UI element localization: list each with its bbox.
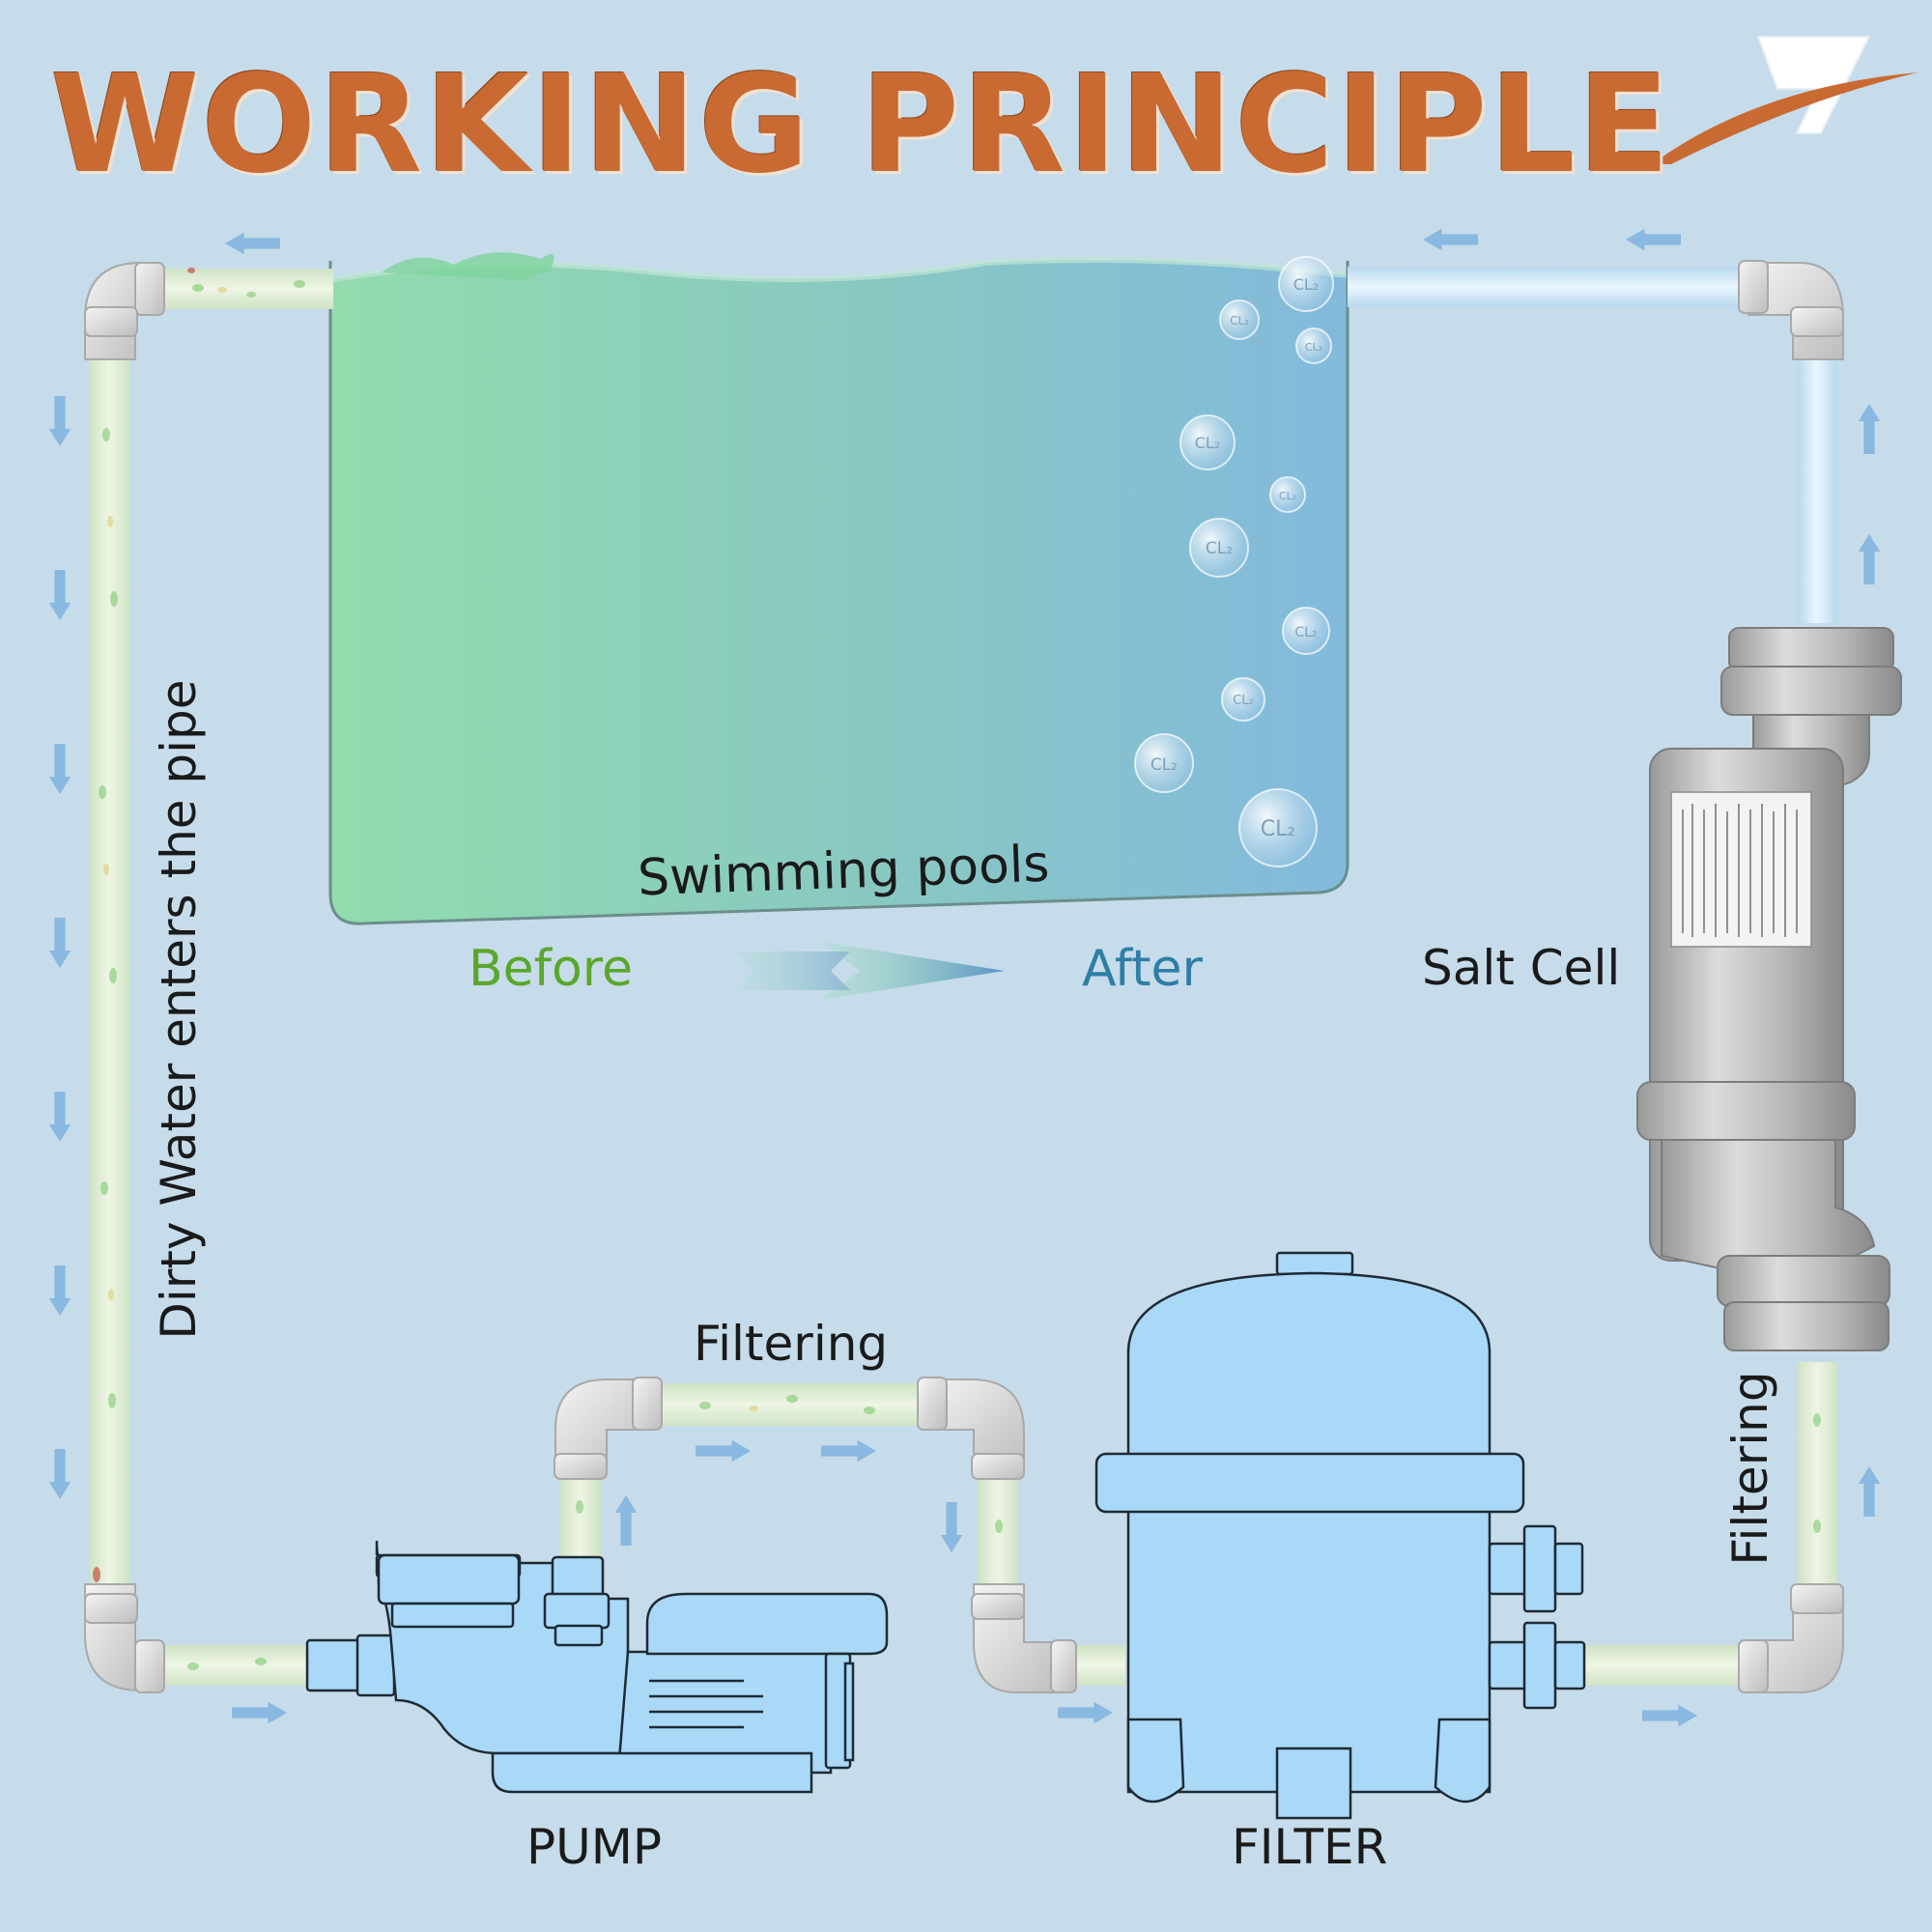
flow-arrow-icon bbox=[48, 570, 71, 620]
before-label: Before bbox=[469, 940, 634, 998]
pipe-network bbox=[84, 260, 1844, 1693]
chlorine-bubbles bbox=[1134, 256, 1334, 867]
bubble-text: CL₂ bbox=[1233, 694, 1254, 708]
flow-arrow-icon bbox=[1422, 228, 1478, 251]
bubble-text: CL₂ bbox=[1305, 341, 1322, 354]
bubble-labels: CL₂ CL₂ CL₂ CL₂ CL₂ CL₂ CL₂ CL₂ CL₂ CL₂ bbox=[1151, 275, 1322, 841]
page-title: WORKING PRINCIPLE bbox=[50, 46, 1672, 204]
pipe-clean-vertical bbox=[1797, 357, 1837, 623]
pipe-bottom-left bbox=[155, 1645, 309, 1686]
swimming-pool bbox=[328, 252, 1350, 925]
flow-arrow-icon bbox=[1858, 1466, 1881, 1517]
flow-arrow-icon bbox=[232, 1701, 288, 1724]
pipe-pump-riser bbox=[560, 1468, 601, 1570]
flow-arrow-icon bbox=[48, 744, 71, 794]
bubble-text: CL₂ bbox=[1279, 490, 1296, 502]
bubble-text: CL₂ bbox=[1206, 539, 1233, 558]
bubble-icon bbox=[1295, 327, 1332, 364]
bubble-icon bbox=[1219, 299, 1260, 340]
bubble-icon bbox=[1179, 414, 1236, 470]
bubble-text: CL₂ bbox=[1294, 625, 1317, 640]
bubble-text: CL₂ bbox=[1195, 434, 1221, 452]
brand-logo-icon bbox=[1652, 36, 1918, 164]
bubble-text: CL₂ bbox=[1151, 755, 1178, 775]
pipe-filtering-top bbox=[647, 1383, 927, 1426]
bubble-icon bbox=[1189, 518, 1249, 578]
salt-cell-label: Salt Cell bbox=[1422, 940, 1621, 996]
bubble-text: CL₂ bbox=[1261, 817, 1295, 841]
bubble-icon bbox=[1134, 733, 1194, 793]
filtering-top-label: Filtering bbox=[694, 1316, 889, 1372]
bubble-text: CL₂ bbox=[1230, 314, 1249, 327]
pipe-filter-outlet bbox=[1584, 1645, 1748, 1686]
flow-arrow-icon bbox=[1625, 228, 1681, 251]
flow-arrow-icon bbox=[1858, 534, 1881, 584]
flow-arrow-icon bbox=[614, 1495, 638, 1546]
flow-arrow-icon bbox=[940, 1502, 963, 1552]
bubble-icon bbox=[1282, 607, 1330, 655]
flow-arrow-icon bbox=[696, 1439, 752, 1463]
flow-arrow-icon bbox=[48, 1449, 71, 1499]
flow-arrow-icon bbox=[48, 1265, 71, 1316]
flow-arrow-icon bbox=[224, 232, 280, 255]
flow-arrow-icon bbox=[48, 918, 71, 968]
pump-label: PUMP bbox=[526, 1819, 663, 1875]
filter-label: FILTER bbox=[1232, 1819, 1388, 1875]
filtering-right-label: Filtering bbox=[1722, 1371, 1778, 1566]
before-after-arrow-icon bbox=[734, 942, 1005, 1000]
salt-cell bbox=[1636, 627, 1902, 1351]
bubble-icon bbox=[1269, 476, 1306, 513]
elbow-filtering-left bbox=[554, 1378, 648, 1471]
bubble-icon bbox=[1278, 256, 1334, 312]
flow-arrow-icon bbox=[1058, 1701, 1114, 1724]
pipe-top-left bbox=[145, 269, 333, 309]
dirty-water-label: Dirty Water enters the pipe bbox=[151, 679, 207, 1340]
salt-cell-sticker bbox=[1670, 791, 1812, 948]
bubble-icon bbox=[1238, 788, 1318, 867]
flow-arrow-icon bbox=[1858, 404, 1881, 454]
after-label: After bbox=[1082, 940, 1203, 998]
flow-arrow-icon bbox=[48, 1092, 71, 1142]
flow-arrow-icon bbox=[821, 1439, 877, 1463]
filter bbox=[1094, 1251, 1586, 1820]
flow-arrow-icon bbox=[1642, 1704, 1698, 1727]
pipe-clean-top bbox=[1348, 267, 1748, 307]
bubble-text: CL₂ bbox=[1293, 275, 1320, 294]
pump bbox=[305, 1540, 889, 1794]
flow-arrow-icon bbox=[48, 396, 71, 446]
pipe-right-filtering bbox=[1797, 1362, 1837, 1599]
bubble-icon bbox=[1221, 677, 1265, 722]
